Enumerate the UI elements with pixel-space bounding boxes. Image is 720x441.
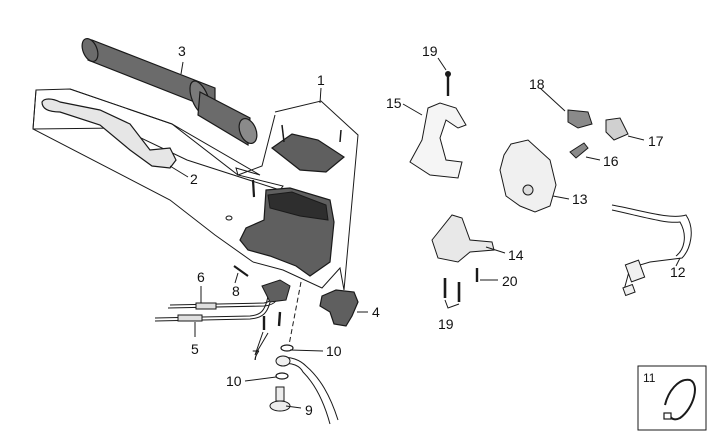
callout-10-upper: 10 (326, 343, 342, 359)
switch-button-part (567, 109, 593, 129)
washer-part (280, 344, 294, 352)
switch-button-part (605, 117, 629, 141)
switch-hole (522, 184, 534, 196)
callout-1: 1 (317, 72, 325, 88)
callout-7: 7 (252, 347, 260, 363)
callout-18: 18 (529, 76, 545, 92)
switch-cover-part (409, 102, 467, 179)
master-cylinder-part (225, 124, 346, 277)
connector-part (622, 283, 636, 297)
callout-19-lower: 19 (438, 316, 454, 332)
callout-9: 9 (305, 402, 313, 418)
callout-2: 2 (190, 171, 198, 187)
wiring-harness-part (611, 204, 692, 291)
cable-connector (195, 302, 217, 310)
leader-lines (169, 57, 681, 409)
cable-tie-head-icon (663, 412, 672, 420)
washer-part (275, 372, 289, 380)
callout-11: 11 (643, 371, 656, 385)
group-outline-master-cylinder (252, 100, 359, 291)
callout-8: 8 (232, 283, 240, 299)
brake-hose-part (281, 363, 331, 425)
connector-part (624, 259, 646, 283)
banjo-part (275, 355, 291, 367)
callout-12: 12 (670, 264, 686, 280)
group-outline-grip (69, 88, 276, 176)
callout-15: 15 (386, 95, 402, 111)
cable-connector (177, 314, 203, 322)
clamp-part (319, 289, 359, 327)
callout-10-lower: 10 (226, 373, 242, 389)
assembly-axis (288, 281, 302, 346)
callout-5: 5 (191, 341, 199, 357)
callout-3: 3 (178, 43, 186, 59)
bolt-head-part (269, 400, 291, 412)
callout-13: 13 (572, 191, 588, 207)
switch-housing-lower-part (431, 214, 495, 263)
wiring-harness-part (611, 209, 685, 257)
pin-part (233, 265, 249, 277)
switch-connector-part (261, 279, 291, 303)
grip-part (81, 37, 258, 147)
switch-housing-part (499, 139, 557, 213)
cable-tie-icon (664, 378, 696, 421)
screw-head (445, 71, 451, 77)
callout-17: 17 (648, 133, 664, 149)
brake-lever-part (41, 98, 177, 169)
callout-20: 20 (502, 273, 518, 289)
switch-plunger-part (569, 142, 589, 159)
cables-part (154, 287, 279, 322)
brake-hose-part (281, 357, 339, 421)
callout-6: 6 (197, 269, 205, 285)
callout-16: 16 (603, 153, 619, 169)
group-outline-lever (32, 89, 254, 263)
callout-14: 14 (508, 247, 524, 263)
callout-4: 4 (372, 304, 380, 320)
callout-19-upper: 19 (422, 43, 438, 59)
bolt-part (275, 386, 285, 402)
screw-part (277, 311, 282, 327)
